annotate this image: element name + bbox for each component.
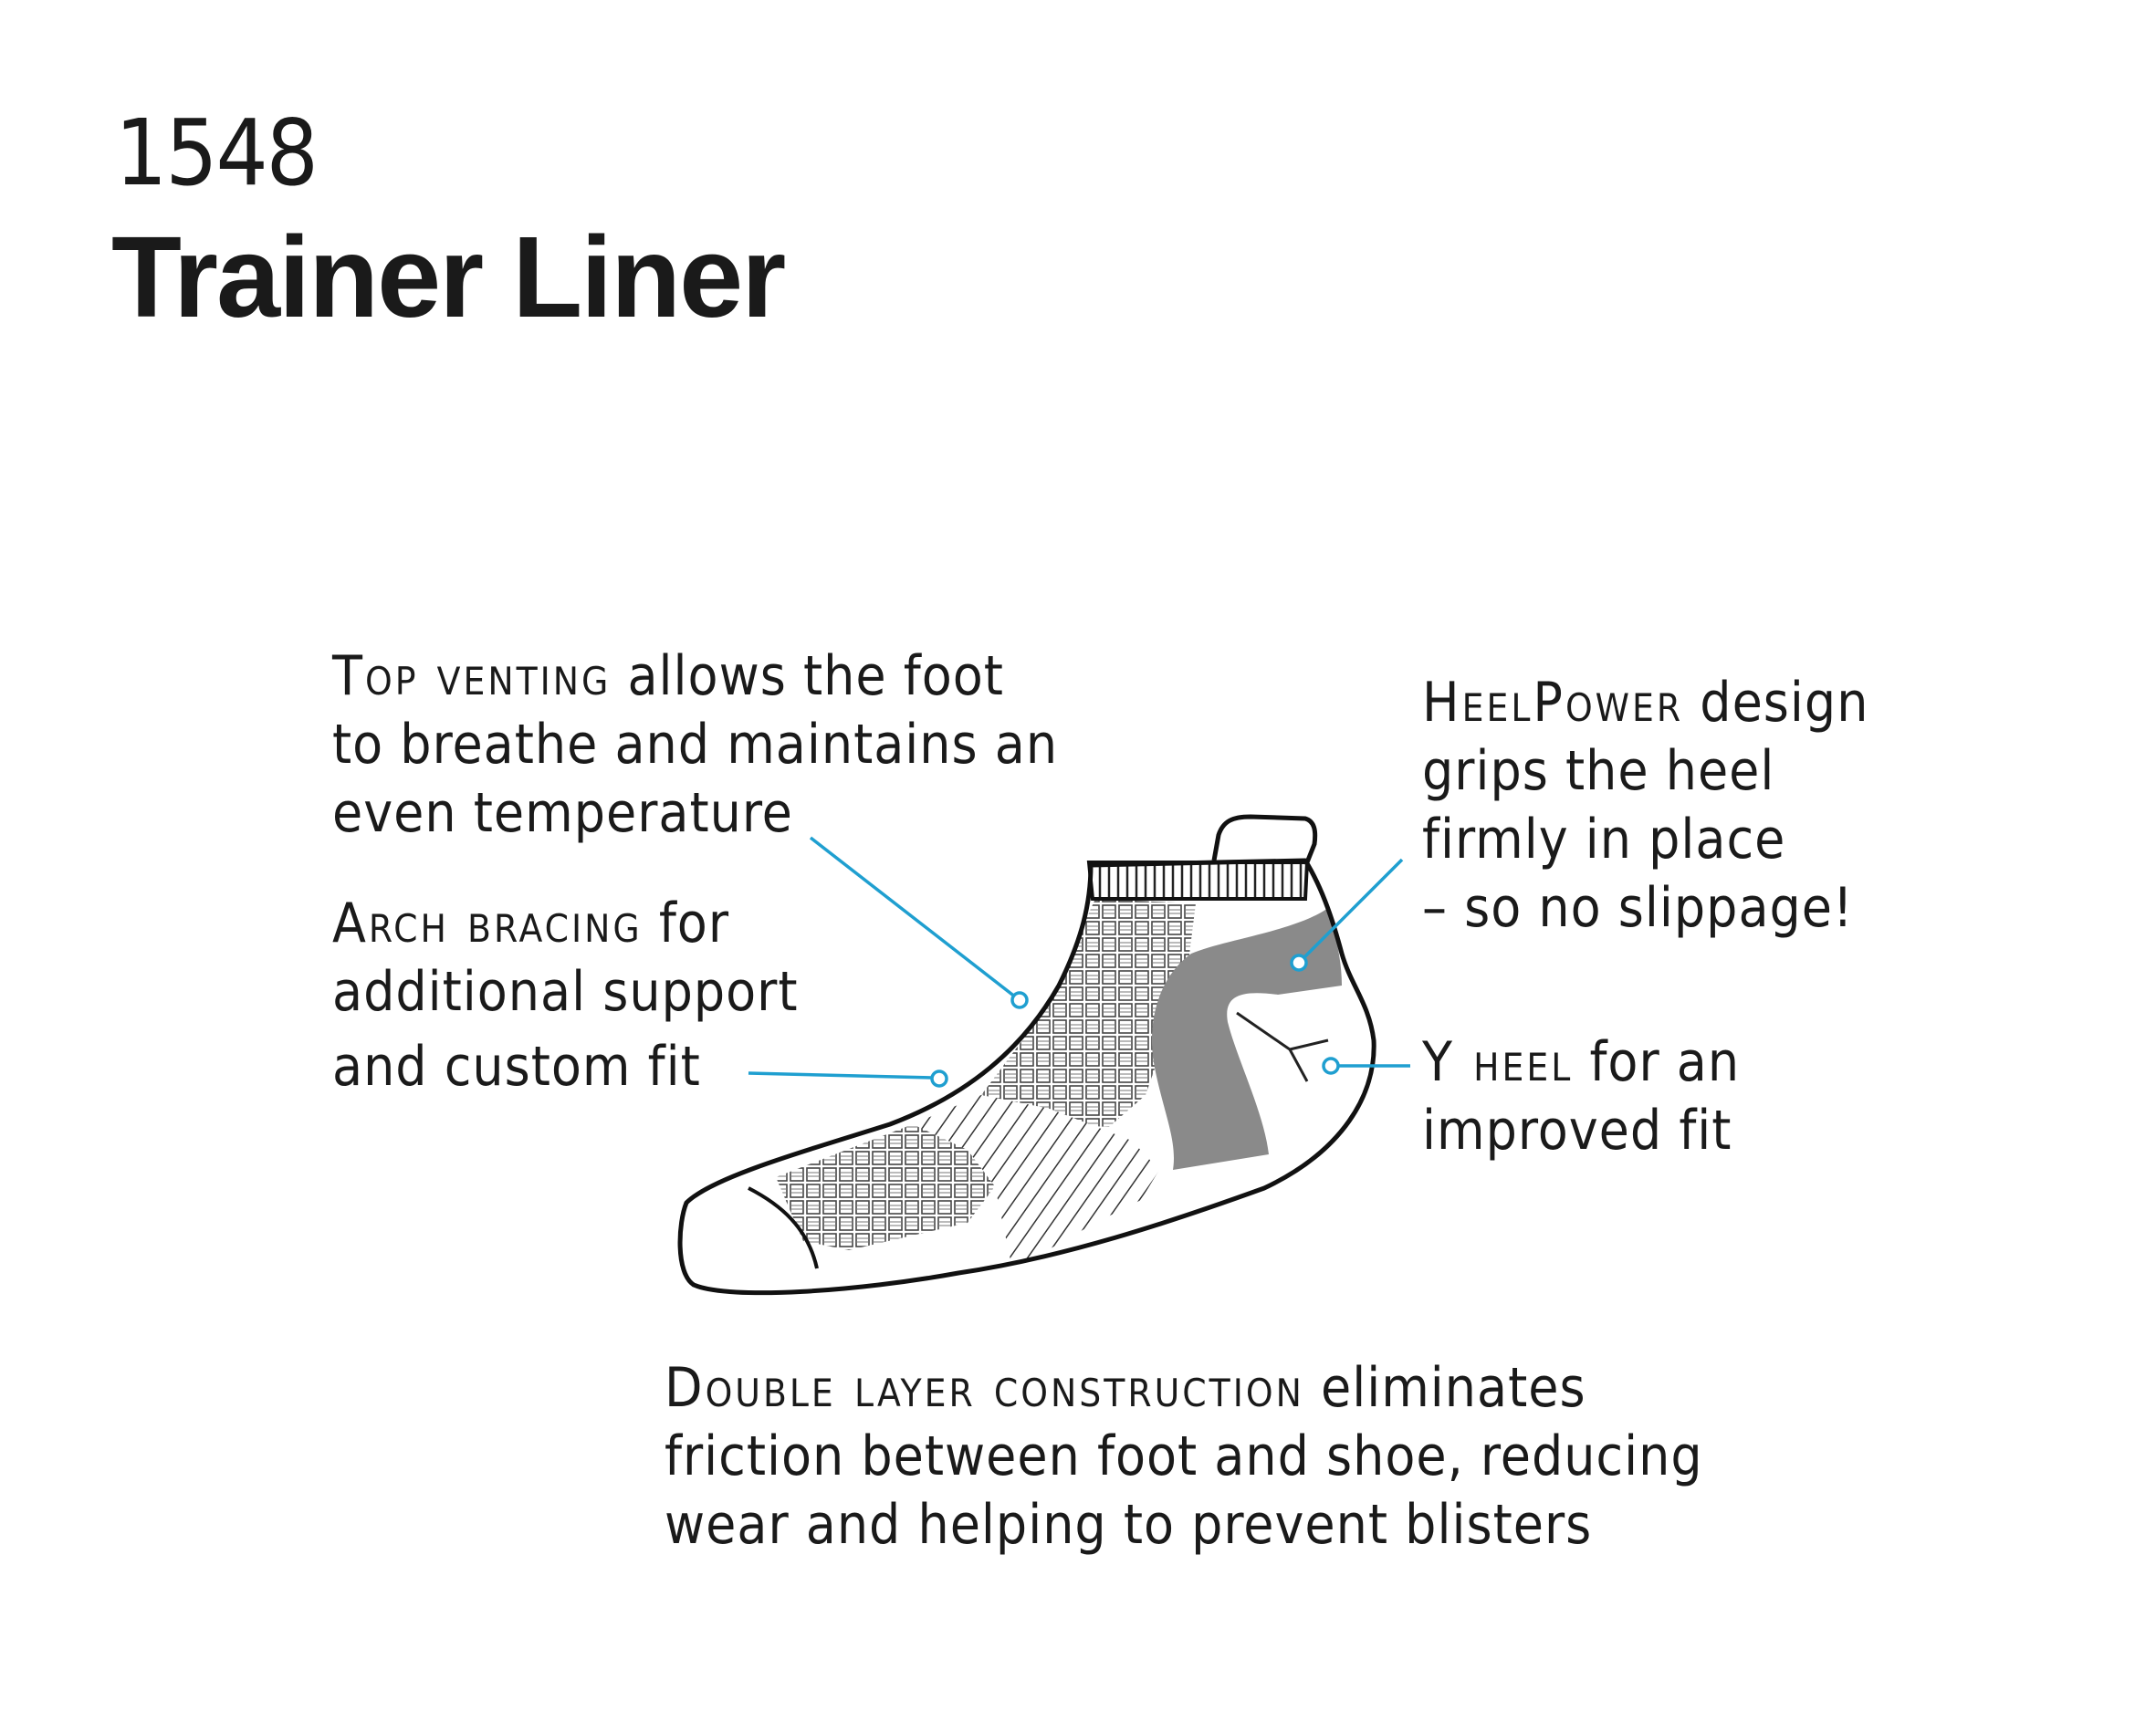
callout-top-venting: Top venting allows the foot to breathe a… [332, 642, 1058, 848]
feature-name: Arch bracing [332, 892, 643, 955]
feature-text: for [642, 892, 730, 955]
callout-line: and custom fit [332, 1035, 701, 1099]
feature-text: eliminates [1303, 1356, 1586, 1420]
forefoot-venting-zone [776, 1124, 995, 1250]
callout-y-heel: Y heel for an improved fit [1422, 1028, 1740, 1165]
leader-line-arch-bracing [748, 1071, 933, 1080]
callout-arch-bracing: Arch bracing for additional support and … [332, 890, 798, 1101]
leader-line-heelpower [1302, 858, 1404, 960]
callout-line: HeelPower design [1422, 669, 1868, 737]
callout-line: friction between foot and shoe, reducing [665, 1424, 1703, 1488]
product-number: 1548 [115, 99, 319, 206]
toe-seam [748, 1186, 819, 1269]
callout-line: Top venting allows the foot [332, 642, 1058, 711]
callout-line: Arch bracing for [332, 890, 798, 958]
callout-line: Y heel for an [1422, 1028, 1740, 1097]
arch-bracing-zone [913, 1095, 1159, 1273]
product-title: Trainer Liner [111, 213, 786, 341]
callout-line: improved fit [1422, 1099, 1732, 1163]
feature-text: allows the foot [611, 644, 1004, 708]
leader-line-top-venting [809, 836, 1018, 999]
leader-dot-top-venting [1010, 991, 1029, 1009]
callout-heelpower: HeelPower design grips the heel firmly i… [1422, 669, 1868, 943]
feature-name: Double layer construction [665, 1356, 1304, 1420]
heel-tab [1211, 814, 1318, 863]
callout-line: – so no slippage! [1422, 876, 1854, 940]
feature-name: HeelPower [1422, 671, 1684, 735]
feature-name: Y heel [1422, 1030, 1574, 1094]
top-venting-zone [981, 899, 1196, 1127]
feature-text: design [1683, 671, 1869, 735]
sock-outline [677, 858, 1376, 1296]
callout-line: grips the heel [1422, 739, 1775, 803]
callout-line: wear and helping to prevent blisters [665, 1493, 1593, 1557]
callout-line: firmly in place [1422, 808, 1786, 871]
callout-line: to breathe and maintains an [332, 713, 1059, 777]
callout-line: even temperature [332, 781, 793, 845]
feature-name: Top venting [332, 644, 612, 708]
callout-line: Double layer construction eliminates [665, 1354, 1703, 1423]
feature-text: for an [1573, 1030, 1741, 1094]
leader-dot-y-heel [1322, 1057, 1340, 1075]
y-heel-mark [1236, 1011, 1329, 1082]
leader-dot-heelpower [1290, 954, 1308, 972]
callout-double-layer: Double layer construction eliminates fri… [665, 1354, 1703, 1560]
ribbed-cuff [1086, 861, 1310, 901]
callout-line: additional support [332, 960, 799, 1024]
leader-dot-arch-bracing [930, 1069, 948, 1088]
heelpower-grip-band [1151, 908, 1342, 1170]
